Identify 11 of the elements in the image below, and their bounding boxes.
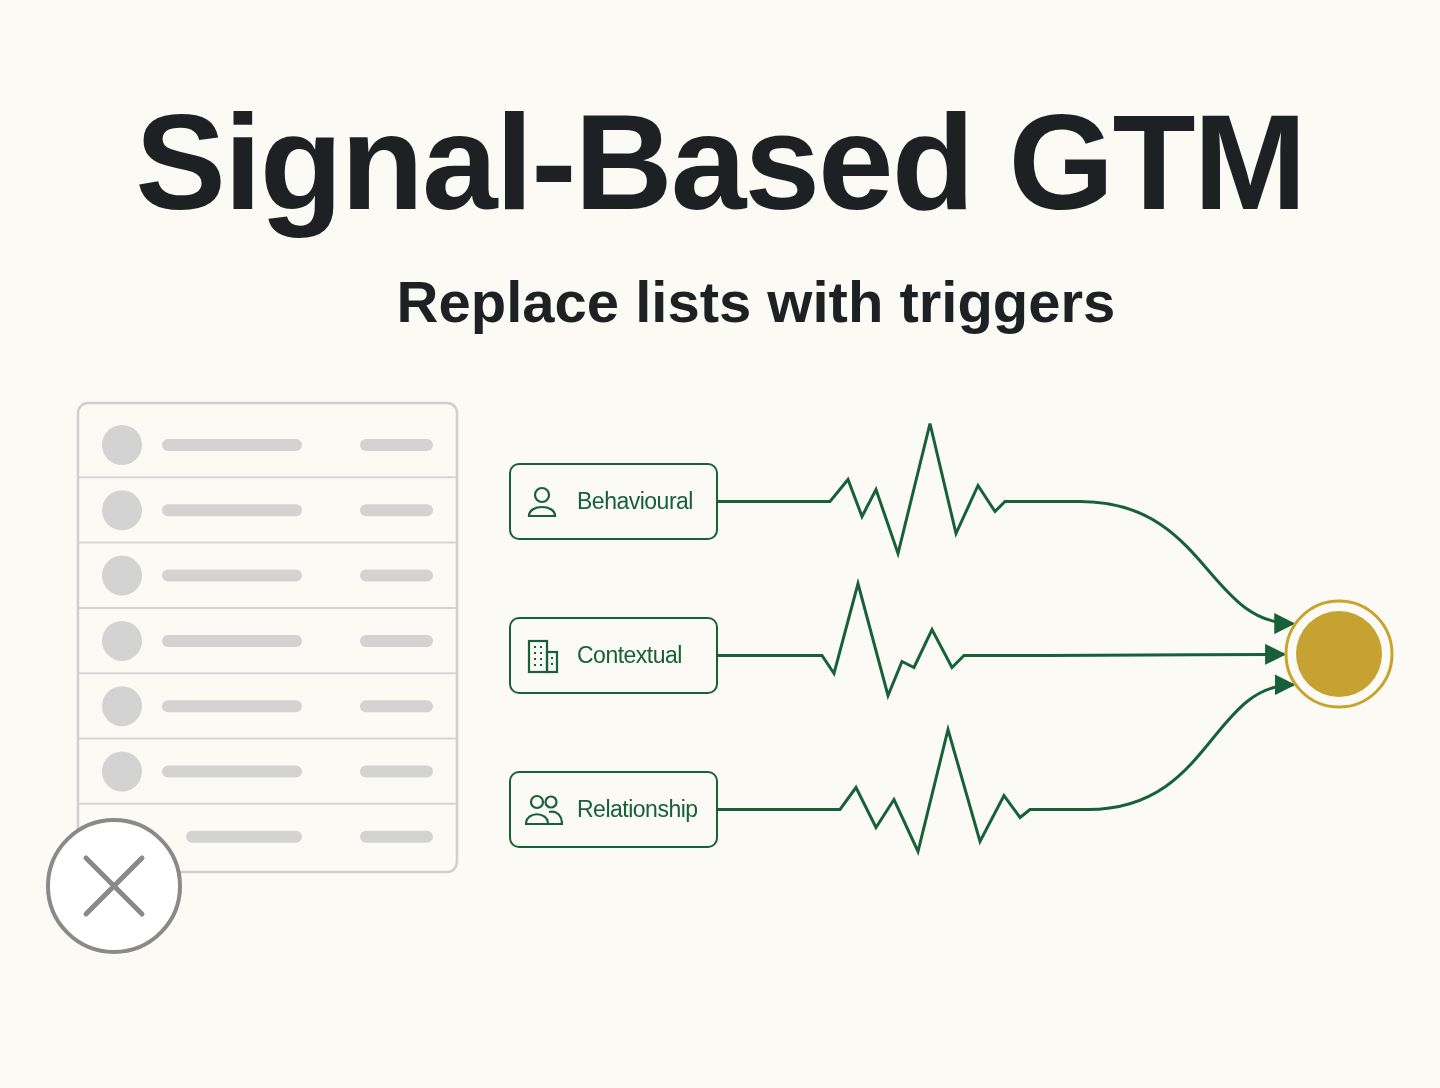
- title: Signal-Based GTM: [134, 88, 1306, 238]
- signal-label: Relationship: [577, 796, 698, 823]
- signal-label: Contextual: [577, 642, 682, 669]
- signal-card: [509, 463, 718, 540]
- arrow: [718, 676, 1296, 853]
- signal-label: Behavioural: [577, 488, 693, 515]
- signal-card: [509, 771, 718, 848]
- arrow: [718, 422, 1296, 632]
- subtitle: Replace lists with triggers: [395, 270, 1117, 334]
- target-circle: [1284, 599, 1394, 709]
- signal-card: [509, 617, 718, 694]
